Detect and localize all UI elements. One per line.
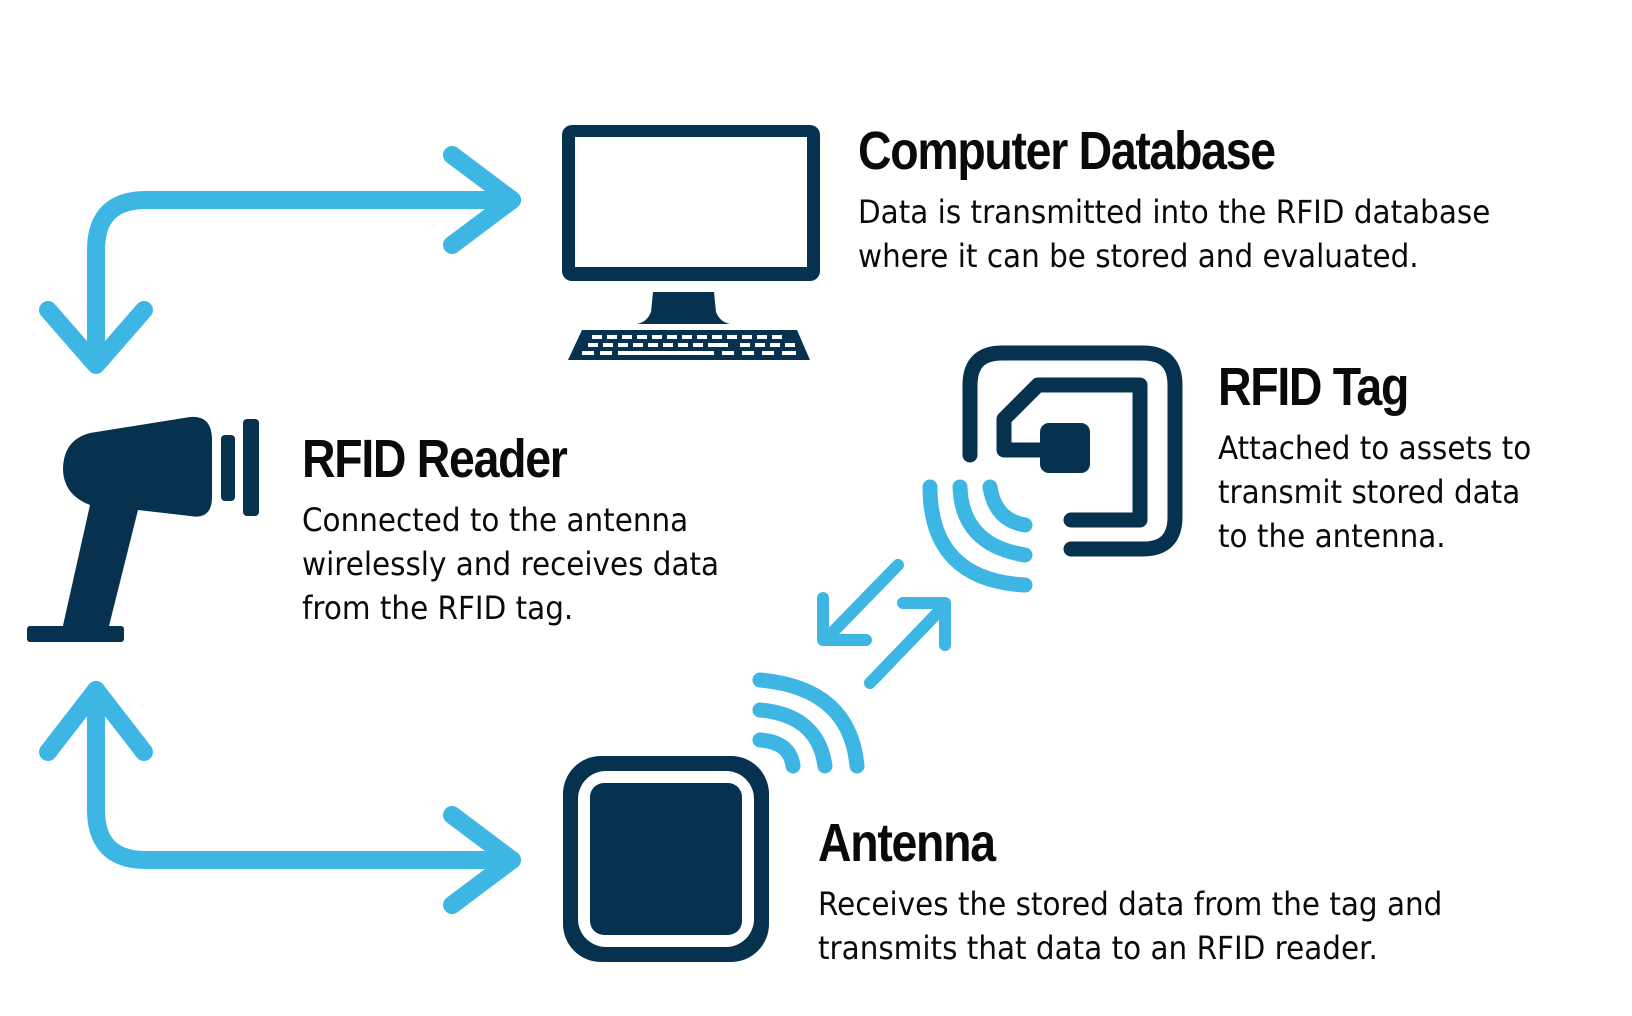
tag-signal-waves-icon	[922, 479, 1033, 593]
rfid-reader-description: Connected to the antenna wirelessly and …	[302, 498, 719, 630]
description-line: Receives the stored data from the tag an…	[818, 885, 1443, 923]
antenna-block: Antenna Receives the stored data from th…	[818, 816, 1497, 970]
computer-database-description: Data is transmitted into the RFID databa…	[858, 190, 1490, 278]
computer-database-title: Computer Database	[858, 121, 1276, 181]
rfid-tag-icon	[962, 345, 1183, 557]
connector-reader-antenna	[39, 681, 521, 914]
arrow-up-right-icon	[864, 599, 951, 689]
arrow-down-left-icon	[819, 559, 904, 646]
desktop-computer-icon	[562, 125, 820, 360]
rfid-scanner-icon	[27, 416, 259, 642]
rfid-tag-description: Attached to assets to transmit stored da…	[1218, 426, 1531, 558]
description-line: from the RFID tag.	[302, 589, 574, 627]
description-line: wirelessly and receives data	[302, 545, 720, 583]
antenna-title: Antenna	[818, 813, 996, 873]
arrow-head-down-icon	[39, 301, 153, 374]
antenna-icon	[563, 756, 769, 962]
description-line: Connected to the antenna	[302, 501, 689, 539]
rfid-reader-title: RFID Reader	[302, 429, 568, 489]
exchange-arrows-icon	[817, 559, 951, 689]
computer-database-block: Computer Database Data is transmitted in…	[858, 124, 1545, 278]
description-line: transmits that data to an RFID reader.	[818, 929, 1378, 967]
arrow-head-right-icon	[443, 146, 521, 254]
connector-line	[87, 191, 521, 369]
description-line: Attached to assets to	[1218, 429, 1532, 467]
connector-reader-computer	[39, 146, 521, 374]
description-line: to the antenna.	[1218, 517, 1446, 555]
rfid-reader-block: RFID Reader Connected to the antenna wir…	[302, 432, 755, 630]
arrow-head-up-icon	[39, 681, 153, 761]
rfid-tag-block: RFID Tag Attached to assets to transmit …	[1218, 360, 1559, 558]
connector-line	[87, 681, 521, 869]
description-line: transmit stored data	[1218, 473, 1521, 511]
description-line: Data is transmitted into the RFID databa…	[858, 193, 1491, 231]
antenna-description: Receives the stored data from the tag an…	[818, 882, 1442, 970]
rfid-tag-title: RFID Tag	[1218, 357, 1409, 417]
antenna-signal-waves-icon	[752, 672, 865, 774]
description-line: where it can be stored and evaluated.	[858, 237, 1419, 275]
arrow-head-right-icon	[443, 806, 521, 914]
